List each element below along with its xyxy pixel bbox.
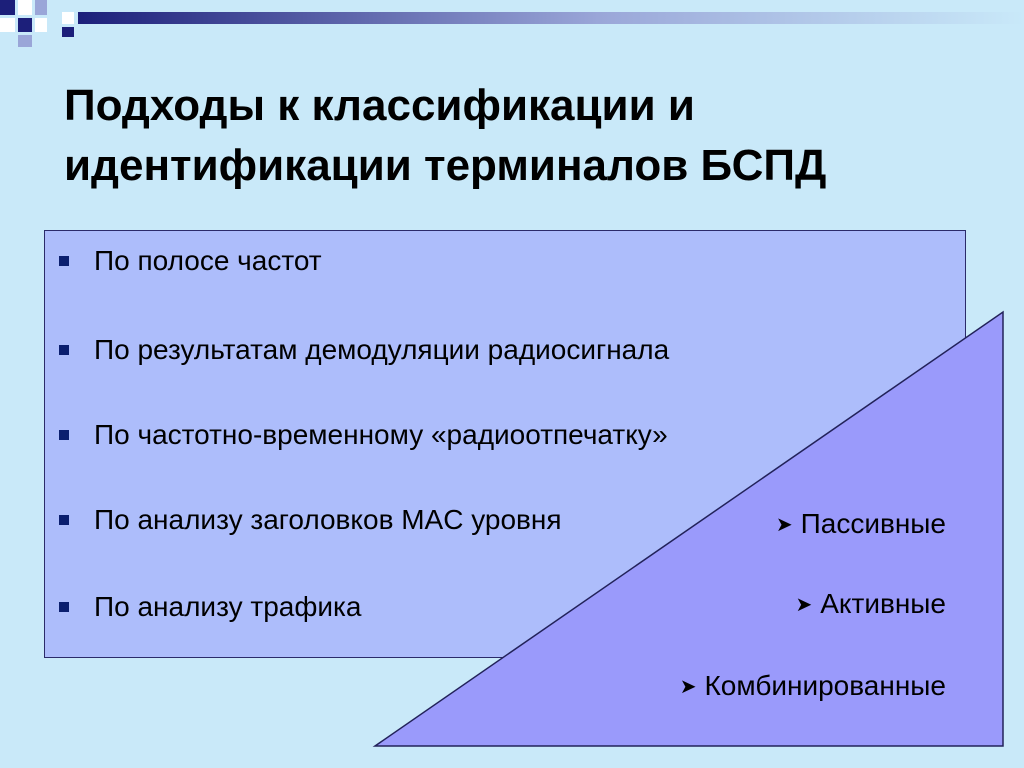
- sub-item-label: Комбинированные: [704, 670, 947, 701]
- chevron-right-icon: ➤: [775, 514, 793, 536]
- square-bullet-icon: [59, 256, 69, 266]
- deco-square: [0, 0, 15, 15]
- title-line-1: Подходы к классификации и: [64, 81, 695, 130]
- square-bullet-icon: [59, 515, 69, 525]
- list-item: По анализу трафика: [45, 589, 945, 625]
- sub-item-label: Активные: [820, 588, 946, 619]
- list-item: По результатам демодуляции радиосигнала: [45, 332, 945, 368]
- list-item-label: По полосе частот: [94, 245, 322, 276]
- sub-item: ➤ Комбинированные: [680, 668, 946, 704]
- list-item-label: По анализу трафика: [94, 591, 362, 622]
- square-bullet-icon: [59, 430, 69, 440]
- list-item: По полосе частот: [45, 243, 945, 279]
- decorative-header: [0, 0, 1024, 47]
- square-bullet-icon: [59, 345, 69, 355]
- list-item-label: По результатам демодуляции радиосигнала: [94, 334, 670, 365]
- list-item-label: По анализу заголовков MAC уровня: [94, 504, 562, 535]
- deco-gradient-bar: [78, 12, 1024, 24]
- list-item-label: По частотно-временному «радиоотпечатку»: [94, 419, 668, 450]
- sub-item: ➤ Пассивные: [776, 506, 946, 542]
- chevron-right-icon: ➤: [679, 676, 697, 698]
- slide-title: Подходы к классификации и идентификации …: [64, 76, 984, 196]
- square-bullet-icon: [59, 602, 69, 612]
- title-line-2: идентификации терминалов БСПД: [64, 141, 827, 190]
- list-item: По анализу заголовков MAC уровня: [45, 502, 945, 538]
- sub-item: ➤ Активные: [795, 586, 946, 622]
- chevron-right-icon: ➤: [795, 594, 813, 616]
- list-item: По частотно-временному «радиоотпечатку»: [45, 417, 945, 453]
- sub-item-label: Пассивные: [800, 508, 946, 539]
